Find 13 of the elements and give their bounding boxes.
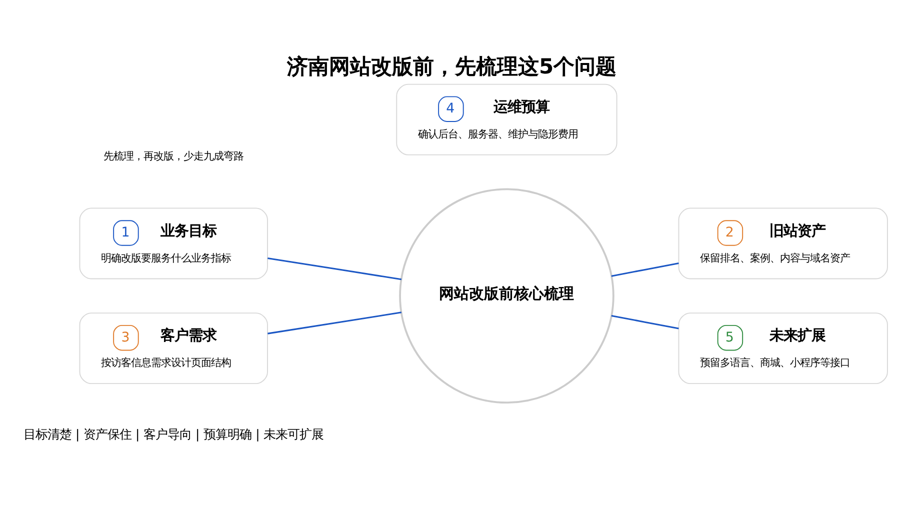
node-box: 1 业务目标 明确改版要服务什么业务指标	[79, 208, 268, 280]
label: 先梳理，再改版，少走九成弯路	[104, 150, 244, 162]
connector	[611, 314, 679, 330]
connector	[268, 312, 402, 334]
node-box: 3 客户需求 按访客信息需求设计页面结构	[79, 312, 268, 384]
connector	[268, 257, 402, 280]
node-circle: 网站改版前核心梳理	[399, 188, 614, 404]
diagram-title: 济南网站改版前，先梳理这5个问题	[287, 54, 617, 78]
label: 目标清楚 | 资产保住 | 客户导向 | 预算明确 | 未来可扩展	[24, 427, 324, 442]
node-box: 4 运维预算 确认后台、服务器、维护与隐形费用	[396, 84, 618, 156]
connector	[611, 262, 679, 277]
node-box: 2 旧站资产 保留排名、案例、内容与域名资产	[678, 208, 888, 280]
node-box: 5 未来扩展 预留多语言、商城、小程序等接口	[678, 312, 888, 384]
